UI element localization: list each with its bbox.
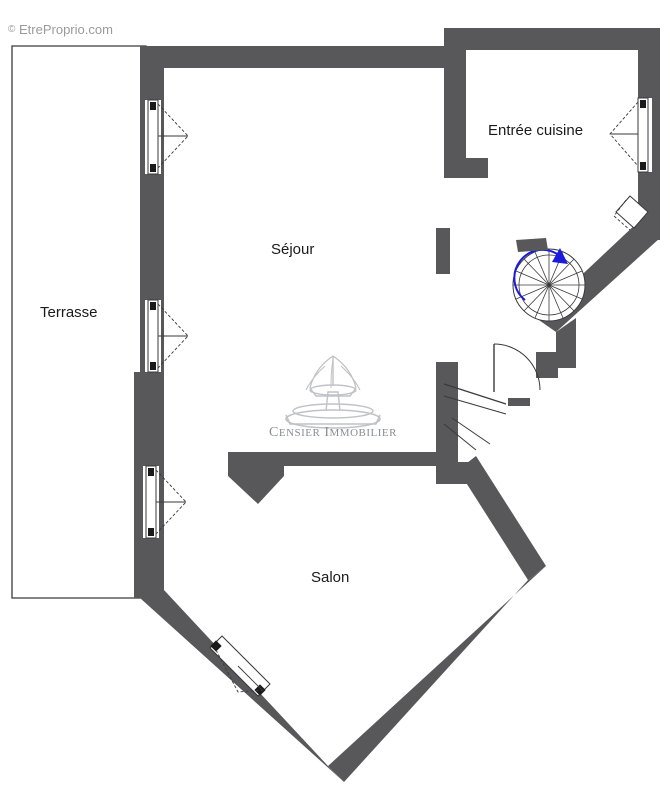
door-stair (493, 343, 541, 406)
wall-top-cuisine (444, 28, 660, 50)
room-label-salon: Salon (311, 569, 350, 586)
wall-top-sejour (140, 46, 466, 68)
window-hinge-2 (150, 302, 156, 310)
logo-word1-cap: C (269, 425, 279, 440)
window-hinge-3b (148, 528, 154, 536)
wall-cuisine-partition-horizontal (444, 158, 488, 178)
windows-west (143, 99, 189, 539)
door-hall (443, 383, 507, 451)
window-east-cuisine (609, 97, 652, 173)
window-hinge-1b (150, 164, 156, 172)
room-label-entree-cuisine: Entrée cuisine (488, 122, 584, 139)
door-leaf-2b (443, 395, 507, 415)
logo-word1-rest: ENSIER (278, 427, 321, 439)
window-hinge-6 (210, 640, 222, 652)
wall-divider-horizontal (228, 452, 440, 466)
door-leaf-3 (443, 423, 477, 451)
watermark-site-text: EtreProprio.com (19, 22, 113, 37)
wall-cuisine-partition-vertical (444, 46, 466, 176)
wall-pillar-sejour (436, 228, 450, 274)
stair-direction-arrow (552, 248, 568, 264)
watermark-site: © EtreProprio.com (8, 22, 113, 37)
window-frame-3 (145, 465, 157, 539)
wall-stair-right (556, 318, 576, 368)
wall-door-jamb-right (536, 352, 558, 378)
agency-logo: CENSIER IMMOBILIER (253, 355, 413, 445)
wall-salon-southwest-angled (140, 590, 344, 782)
window-east-angled (613, 195, 649, 231)
window-frame-5 (615, 195, 649, 229)
stair-direction-arc (513, 248, 561, 301)
window-swing-6 (215, 649, 265, 693)
window-frame-4 (637, 97, 649, 173)
spiral-staircase (512, 238, 586, 322)
window-leaf-6 (237, 665, 263, 691)
stair-wall-stub (516, 238, 548, 252)
window-swing-5 (613, 199, 631, 231)
logo-word2-cap: I (324, 425, 330, 440)
window-hinge-6b (254, 684, 266, 696)
window-hinge-3 (148, 468, 154, 476)
room-label-terrasse: Terrasse (40, 304, 98, 321)
wall-salon-southeast-angled (328, 566, 546, 782)
window-frame-1 (147, 99, 159, 175)
door-threshold-1 (508, 398, 530, 406)
door-leaf-3b (451, 417, 491, 445)
door-leaf-2 (443, 383, 507, 405)
window-hinge-2b (150, 362, 156, 370)
logo-word2-rest: MMOBILIER (329, 427, 397, 439)
window-salon-south (209, 635, 271, 697)
door-swing-arc-1 (493, 343, 541, 391)
window-hinge-1 (150, 102, 156, 110)
window-hinge-4 (640, 100, 646, 108)
terrasse-rect (11, 45, 147, 599)
wall-west-lower (134, 380, 144, 598)
logo-fountain-icon (285, 355, 381, 429)
wall-salon-northeast-angled (458, 456, 546, 580)
window-frame-2 (147, 299, 159, 373)
room-label-sejour: Séjour (271, 241, 315, 258)
wall-central-partition (436, 362, 458, 472)
window-frame-6 (209, 635, 271, 697)
agency-logo-text: CENSIER IMMOBILIER (253, 425, 413, 441)
window-hinge-4b (640, 162, 646, 170)
copyright-symbol: © (8, 24, 16, 35)
